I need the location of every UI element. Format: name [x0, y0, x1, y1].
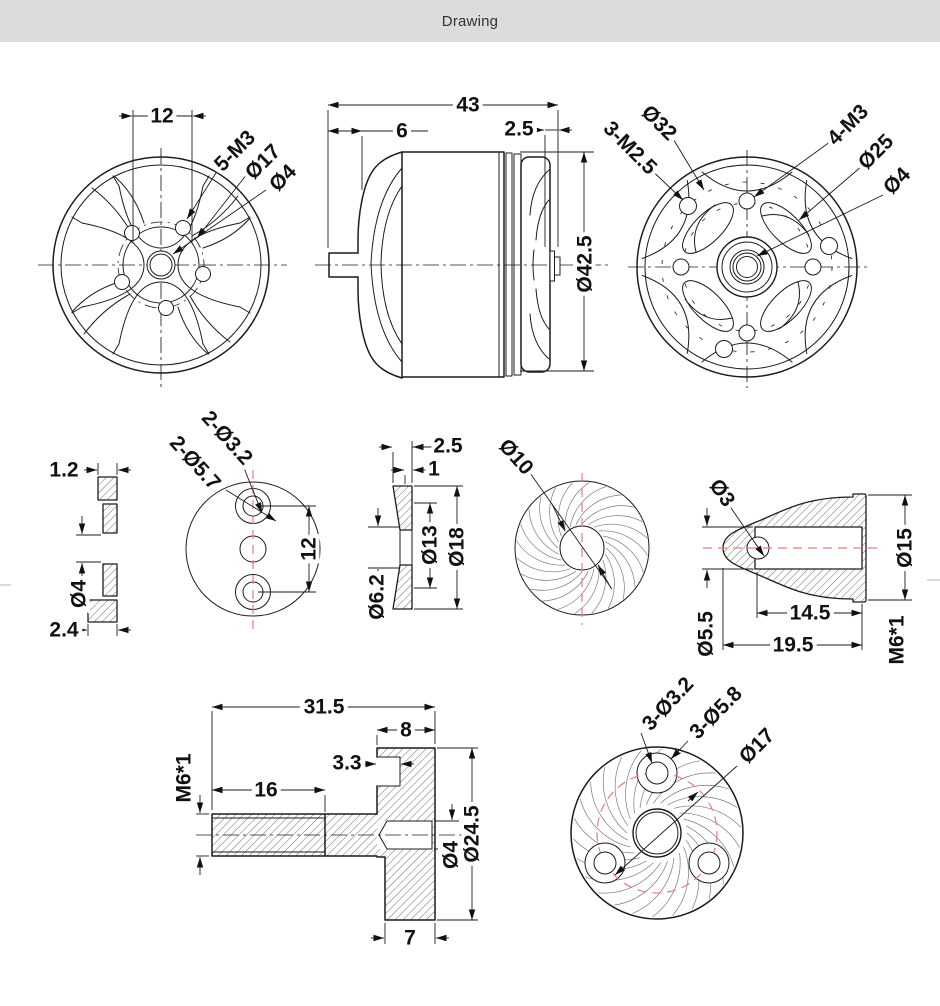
dim-bottom-thickness: 2.4: [49, 619, 79, 642]
dim-total-thickness: 2.5: [433, 435, 463, 458]
dim-bell-depth: 6: [396, 120, 408, 143]
header-bar: Drawing: [0, 0, 940, 42]
dim-thread-length: 16: [254, 779, 277, 802]
label-nut-thread: M6*1: [886, 615, 909, 664]
dim-pin-spacing: 12: [298, 537, 321, 560]
label-mount-circle-large: Ø32: [637, 101, 681, 145]
label-hub-bolt-circle: Ø17: [735, 724, 779, 768]
dim-top-thickness: 1.2: [49, 459, 78, 482]
drive-hub-view: 3-Ø3.2 3-Ø5.8 Ø17: [570, 669, 783, 920]
dim-shim-bore: Ø4: [68, 580, 91, 608]
motor-side-view: 43 6 2.5 Ø42.5: [315, 90, 612, 379]
shim-section-view: 1.2 Ø4 2.4: [45, 455, 131, 646]
dim-mid-diameter: Ø13: [419, 525, 442, 565]
cone-washer-section-view: 2.5 1 Ø13 Ø18 Ø6.2: [362, 431, 473, 624]
prop-adapter-section-view: 31.5 8 3.3 M6*1 16 Ø24.5: [169, 692, 488, 954]
knurled-disc-view: Ø10: [490, 431, 650, 625]
dim-cone-bore: Ø6.2: [366, 574, 389, 620]
dim-total-length: 43: [456, 94, 479, 117]
page-title: Drawing: [441, 12, 499, 30]
dim-boss-width: 7: [404, 927, 416, 950]
dim-outer-diameter: Ø42.5: [574, 235, 597, 293]
rotor-front-view: 12 5-M3 Ø17 Ø4: [38, 101, 305, 390]
label-tip-hole: Ø3: [705, 475, 740, 511]
dim-hole-spacing: 12: [150, 105, 173, 128]
stator-rear-view: Ø32 3-M2.5 4-M3 Ø25 Ø4: [595, 96, 919, 388]
label-shaft-thread: M6*1: [173, 753, 196, 802]
pin-plate-view: 12 2-Ø3.2 2-Ø5.7: [161, 402, 325, 630]
dim-flange-thickness: 1: [428, 458, 440, 481]
technical-drawing-sheet: 12 5-M3 Ø17 Ø4: [0, 90, 940, 954]
dim-head-diameter: Ø24.5: [461, 805, 484, 863]
label-shaft-hole: Ø4: [879, 163, 915, 199]
prop-nut-section-view: Ø3 Ø5.5 Ø15 14.5 19.5 M6*1: [691, 471, 921, 669]
dim-thread-depth: 14.5: [790, 602, 831, 625]
dim-nut-outer-diameter: Ø15: [894, 528, 917, 568]
dim-nut-total-length: 19.5: [773, 634, 814, 657]
dim-outer-diameter: Ø18: [446, 527, 469, 567]
dim-slot-width: 3.3: [332, 752, 361, 775]
dim-adapter-bore: Ø4: [440, 841, 463, 869]
dim-nut-bore: Ø5.5: [695, 611, 718, 657]
dim-head-width: 8: [400, 719, 412, 742]
dim-shaft-protrusion: 2.5: [504, 118, 534, 141]
label-disc-bore: Ø10: [494, 435, 538, 480]
dim-adapter-total-length: 31.5: [304, 696, 345, 719]
label-mount-holes: 4-M3: [823, 100, 873, 150]
